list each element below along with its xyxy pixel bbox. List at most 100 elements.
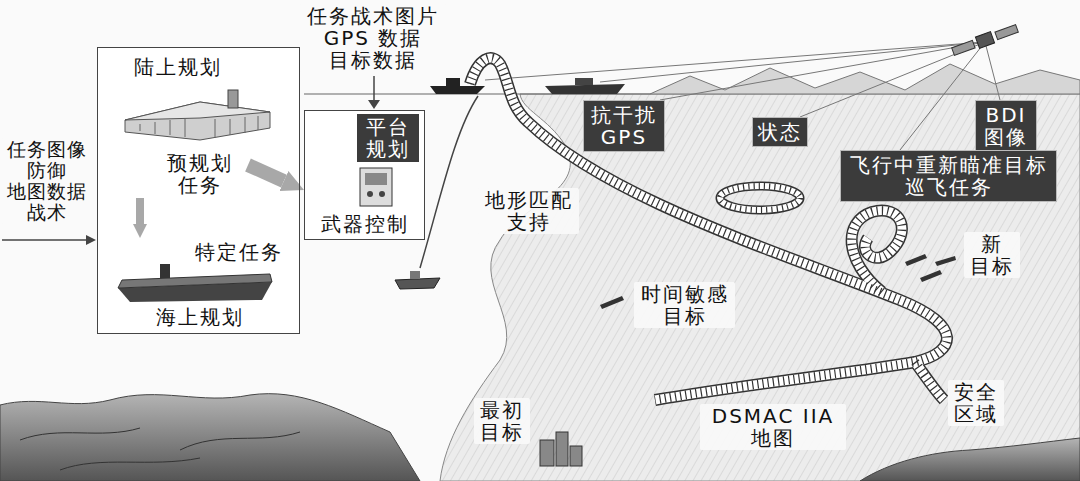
missile (905, 254, 927, 266)
ship-hull (430, 86, 485, 94)
arrow-shaft (2, 239, 86, 241)
data-link (485, 42, 985, 80)
map-label: 时间敏感 目标 (634, 282, 735, 328)
terrain-hills (860, 438, 1080, 481)
map-label: 最初 目标 (474, 398, 530, 444)
building-tower (228, 90, 238, 108)
terrain-ridge (20, 428, 300, 470)
satellite-links (485, 42, 1000, 150)
target-building (540, 432, 582, 466)
command-building (125, 90, 270, 140)
solar-panel (952, 40, 975, 55)
planning-stage: 预规划 任务 (112, 85, 248, 198)
orbit-band (720, 186, 800, 210)
label-anchor: 安全 区域 (948, 380, 1004, 426)
launch-track (420, 96, 478, 268)
flow-arrow (136, 198, 144, 224)
carrier-ship (118, 264, 272, 302)
loiter-orbit (720, 186, 800, 210)
satellite-body (975, 32, 994, 49)
route-band (915, 362, 944, 400)
orbit-band (720, 186, 800, 210)
target-block (570, 446, 582, 466)
route-band (852, 211, 902, 292)
data-link (985, 42, 1000, 100)
arrow-head (86, 235, 96, 245)
console-body (360, 168, 392, 206)
planning-stage: 特定任务 (112, 238, 288, 306)
land-area (440, 94, 1080, 481)
label-anchor: 最初 目标 (474, 398, 530, 444)
stage-label: 预规划 任务 (160, 152, 240, 196)
planning-box: 陆上规划海上规划 预规划 任务特定任务 (97, 47, 300, 334)
route-band (852, 211, 902, 292)
callout-text: 抗干扰 GPS (589, 104, 659, 148)
route-band (915, 362, 944, 400)
mountain-range (650, 64, 1080, 94)
box-heading: 海上规划 (156, 306, 244, 328)
weapon-console (360, 168, 392, 206)
route-band (470, 58, 947, 400)
callout-text: 飞行中重新瞄准目标 巡飞任务 (846, 154, 1051, 198)
callout-text: 状态 (758, 121, 802, 143)
map-label: 任务战术图片 GPS 数据 目标数据 (300, 4, 446, 72)
building-body (125, 102, 270, 140)
map-label: DSMAC IIA 地图 (700, 404, 846, 450)
land-texture (440, 94, 1080, 481)
route-band (470, 58, 947, 400)
route-band (915, 362, 944, 400)
flow-arrow (248, 165, 284, 181)
data-link (900, 42, 985, 150)
box-label: 武器控制 (321, 213, 409, 235)
ship-deck (118, 274, 272, 288)
target-block (540, 440, 554, 466)
label-anchor: 时间敏感 目标 (634, 282, 735, 328)
ship-superstructure (446, 78, 460, 86)
building-roof (125, 102, 270, 120)
target-block (556, 432, 568, 466)
missile (935, 256, 956, 266)
launch-boat (395, 271, 440, 289)
ship-island (160, 264, 170, 278)
map-label: 新 目标 (964, 232, 1020, 278)
status-callout: 抗干扰 GPS (583, 100, 665, 152)
label-anchor: 新 目标 (964, 232, 1020, 278)
map-label: 任务图像 防御 地图数据 战术 (2, 138, 92, 224)
ship-superstructure (575, 78, 593, 85)
map-label: 地形匹配 支持 (478, 188, 579, 234)
arrow-shaft (373, 76, 375, 100)
label-anchor: DSMAC IIA 地图 (700, 404, 846, 450)
boat-cabin (410, 271, 420, 279)
dark-heading: 平台 规划 (357, 114, 419, 162)
building-windows (140, 116, 258, 138)
status-callout: BDI 图像 (975, 100, 1037, 152)
input-arrow (2, 235, 96, 245)
orbit-band (720, 186, 800, 210)
map-label: 安全 区域 (948, 380, 1004, 426)
stage-label: 特定任务 (195, 241, 283, 263)
flight-path (470, 58, 947, 400)
arrow-head (368, 100, 380, 109)
missile (600, 296, 624, 309)
satellite (951, 23, 1019, 58)
console-screen (365, 173, 387, 185)
status-callout: 状态 (752, 117, 808, 147)
ship-hull (545, 84, 625, 94)
missile (920, 270, 942, 282)
terrain-hills (0, 394, 420, 481)
platform-box: 平台 规划武器控制 (304, 110, 425, 240)
status-callout: 飞行中重新瞄准目标 巡飞任务 (840, 150, 1057, 202)
flight-path (470, 58, 947, 400)
data-link (660, 42, 985, 100)
callout-text: BDI 图像 (981, 104, 1031, 148)
solar-panel (995, 25, 1018, 40)
route-band (470, 58, 947, 400)
label-anchor: 地形匹配 支持 (478, 188, 579, 234)
panel-ground (97, 47, 300, 334)
box-heading: 陆上规划 (134, 56, 222, 78)
boat-hull (395, 278, 440, 289)
console-knob (367, 191, 373, 197)
input-arrow (368, 76, 380, 109)
